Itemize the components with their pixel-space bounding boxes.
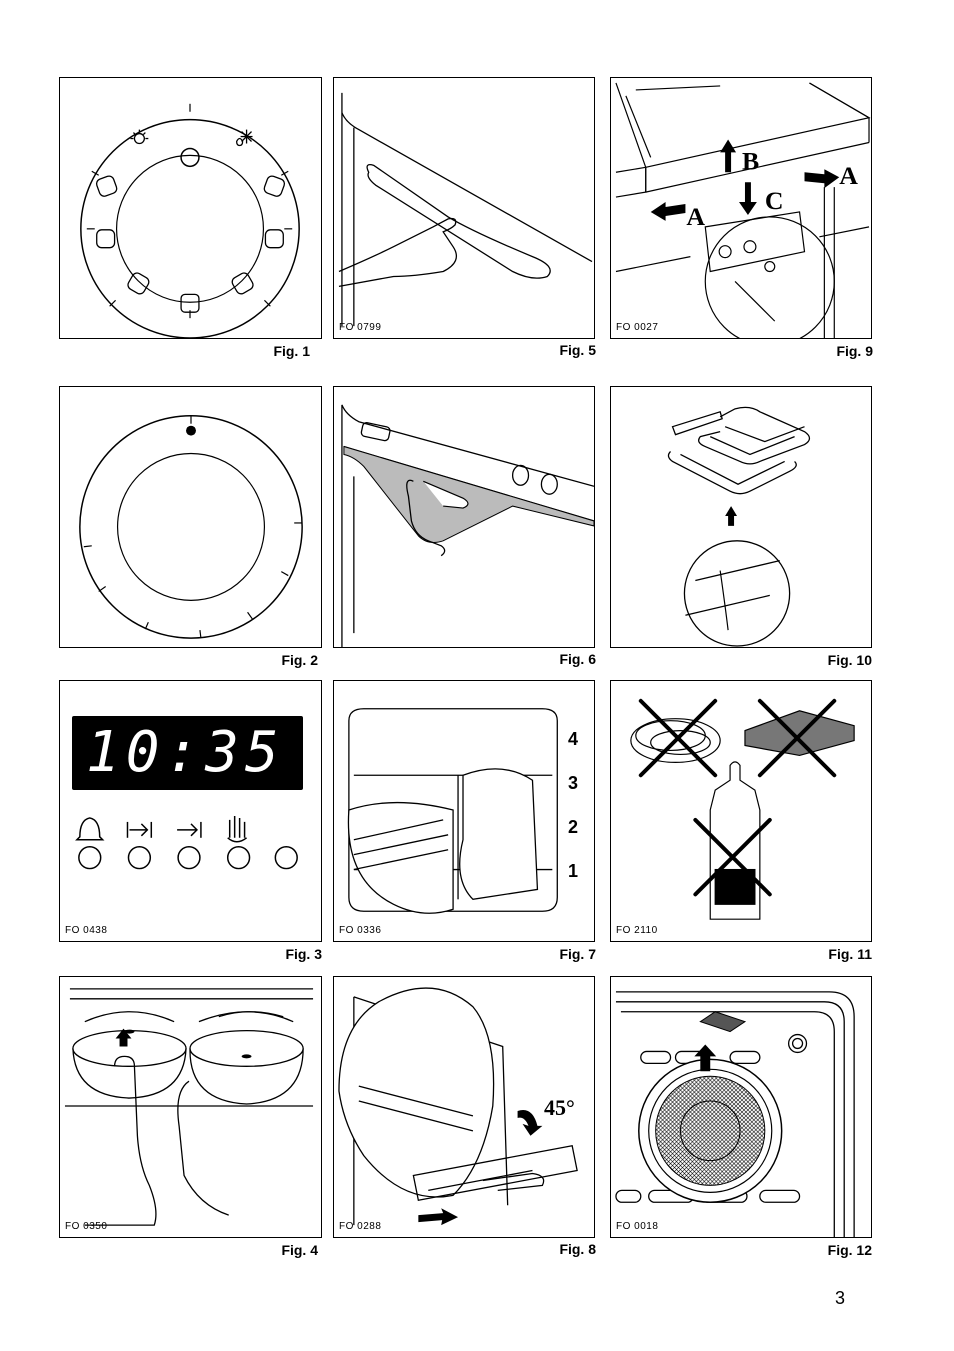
figure-6-caption: Fig. 6: [559, 651, 596, 667]
figure-7-code: FO 0336: [339, 925, 382, 936]
figure-2-caption: Fig. 2: [281, 652, 318, 668]
timer-buttons-illustration: [75, 815, 298, 870]
figure-12-caption: Fig. 12: [827, 1242, 872, 1258]
figure-5-caption: Fig. 5: [559, 342, 596, 358]
figure-6-panel: [333, 386, 595, 648]
oven-function-dial-illustration: [80, 103, 300, 338]
figure-4-caption: Fig. 4: [281, 1242, 318, 1258]
figure-11-code: FO 2110: [616, 925, 658, 936]
figure-1-caption: Fig. 1: [273, 343, 310, 359]
label-a-left: A: [686, 202, 705, 231]
control-panel-cleaning-illustration: [341, 404, 594, 647]
figure-7-panel: 4 3 2 1 FO 0336: [333, 680, 595, 942]
shelf-level-4: 4: [568, 729, 579, 749]
door-removal-illustration: [338, 987, 578, 1226]
figure-10-caption: Fig. 10: [827, 652, 872, 668]
label-c: C: [765, 186, 784, 215]
figure-5-panel: FO 0799: [333, 77, 595, 339]
figure-10-panel: [610, 386, 872, 648]
figure-3-code: FO 0438: [65, 925, 108, 936]
figure-12-code: FO 0018: [616, 1221, 659, 1232]
figure-1-panel: [59, 77, 322, 339]
clock-display: [72, 716, 303, 790]
grill-element-illustration: [667, 406, 811, 647]
figure-9-code: FO 0027: [616, 322, 659, 333]
label-a-right: A: [839, 161, 858, 190]
retractable-knobs-illustration: [64, 988, 314, 1226]
door-handle-illustration: [338, 92, 593, 327]
door-angle-label: 45°: [544, 1095, 575, 1120]
shelf-level-2: 2: [568, 817, 579, 837]
shelf-level-3: 3: [568, 773, 579, 793]
prohibited-cleaning-items-illustration: [630, 698, 855, 920]
figure-3-panel: 10:35 FO 0438: [59, 680, 322, 942]
figure-3-caption: Fig. 3: [285, 946, 322, 962]
figure-9-panel: B C A A FO 0027: [610, 77, 872, 339]
temperature-dial-illustration: [79, 415, 303, 639]
figure-8-code: FO 0288: [339, 1221, 382, 1232]
figure-8-caption: Fig. 8: [559, 1241, 596, 1257]
figure-11-caption: Fig. 11: [828, 946, 872, 962]
fan-filter-illustration: [615, 991, 855, 1237]
clock-display-time: 10:35: [86, 720, 285, 785]
lamp-cover-removal-illustration: B C A A: [615, 82, 871, 338]
figure-5-code: FO 0799: [339, 322, 382, 333]
shelf-level-1: 1: [568, 861, 579, 881]
figure-8-panel: 45° FO 0288: [333, 976, 595, 1238]
figure-4-code: FO 0350: [65, 1221, 108, 1232]
figure-2-panel: [59, 386, 322, 648]
page-number: 3: [835, 1288, 846, 1308]
figure-12-panel: FO 0018: [610, 976, 872, 1238]
label-b: B: [742, 146, 759, 175]
figure-7-caption: Fig. 7: [559, 946, 596, 962]
oven-shelf-levels-illustration: [347, 708, 558, 914]
figure-11-panel: FO 2110: [610, 680, 872, 942]
figure-4-panel: FO 0350: [59, 976, 322, 1238]
figure-9-caption: Fig. 9: [836, 343, 873, 359]
